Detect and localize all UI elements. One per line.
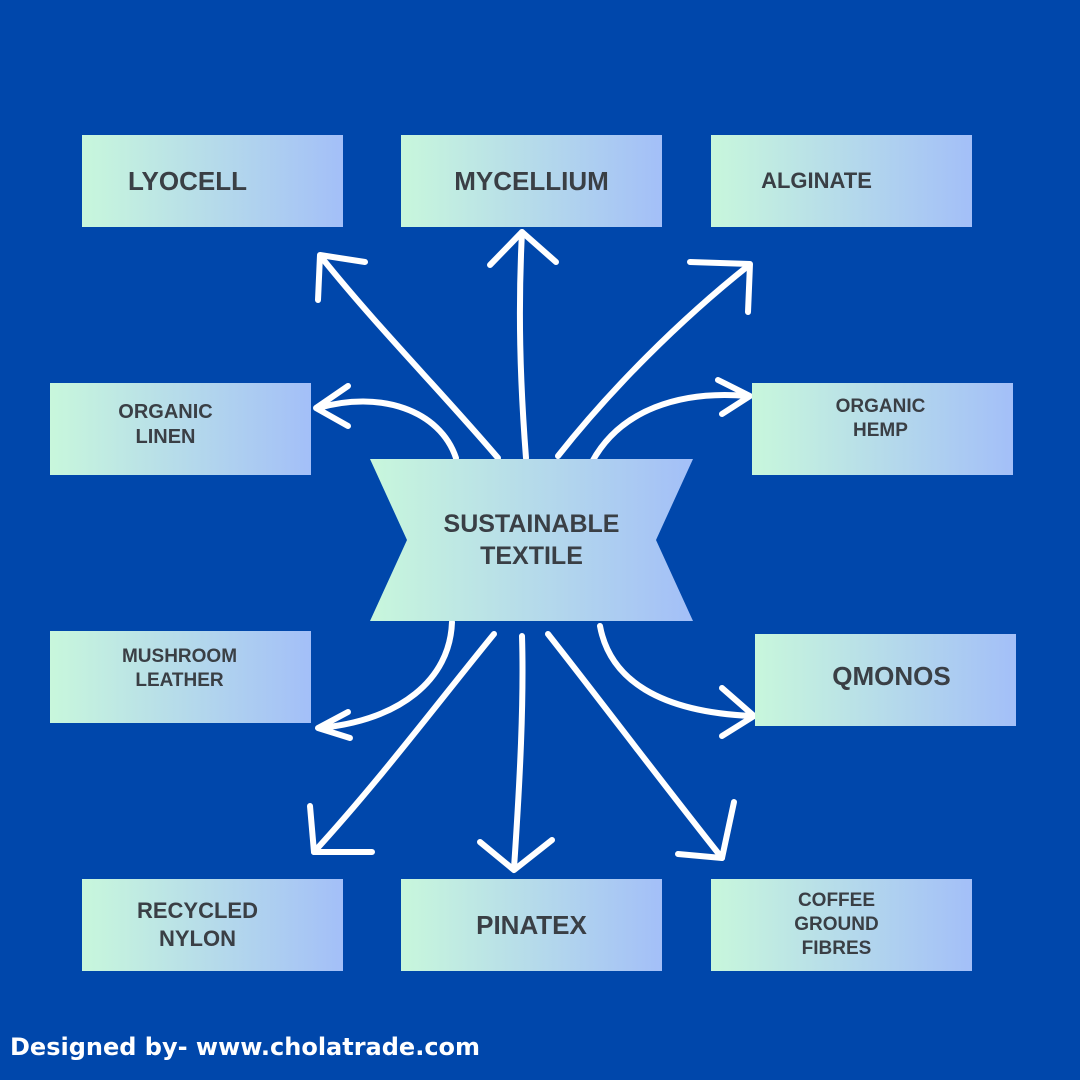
node-label: MUSHROOM LEATHER <box>121 646 238 691</box>
node-lyocell: LYOCELL <box>82 135 343 227</box>
arrow-to-organic-linen <box>313 383 459 461</box>
center-label: SUSTAINABLE TEXTILE <box>443 510 620 570</box>
arrow-to-mushroom-leather <box>315 619 455 741</box>
arrow-to-mycellium <box>487 229 559 461</box>
arrow-to-coffee-ground-fibres <box>545 631 737 861</box>
node-recycled-nylon: RECYCLED NYLON <box>82 879 343 971</box>
node-label: RECYCLED NYLON <box>136 898 258 951</box>
center-banner-shape <box>370 459 693 621</box>
arrow-to-organic-hemp <box>589 377 753 465</box>
node-organic-hemp: ORGANIC HEMP <box>752 383 1013 475</box>
node-organic-linen: ORGANIC LINEN <box>50 383 311 475</box>
node-label: ORGANIC HEMP <box>835 396 926 441</box>
arrow-to-qmonos <box>597 623 757 739</box>
node-mushroom-leather: MUSHROOM LEATHER <box>50 631 311 723</box>
node-qmonos: QMONOS <box>755 634 1016 726</box>
node-label: LYOCELL <box>128 166 247 196</box>
node-pinatex: PINATEX <box>401 879 662 971</box>
node-label: COFFEE GROUND FIBRES <box>794 890 879 959</box>
node-coffee-ground-fibres: COFFEE GROUND FIBRES <box>711 879 972 971</box>
arrow-to-recycled-nylon <box>307 631 497 855</box>
arrow-to-lyocell <box>315 252 501 461</box>
arrow-to-alginate <box>555 259 753 459</box>
node-alginate: ALGINATE <box>711 135 972 227</box>
arrow-to-pinatex <box>477 633 555 873</box>
node-label: PINATEX <box>476 910 587 940</box>
node-label: ALGINATE <box>761 168 872 193</box>
node-mycellium: MYCELLIUM <box>401 135 662 227</box>
node-label: MYCELLIUM <box>454 166 609 196</box>
footer-credit: Designed by- www.cholatrade.com <box>10 1033 481 1061</box>
node-label: ORGANIC LINEN <box>118 401 213 448</box>
center-node: SUSTAINABLE TEXTILE <box>370 459 693 621</box>
node-label: QMONOS <box>832 661 951 691</box>
